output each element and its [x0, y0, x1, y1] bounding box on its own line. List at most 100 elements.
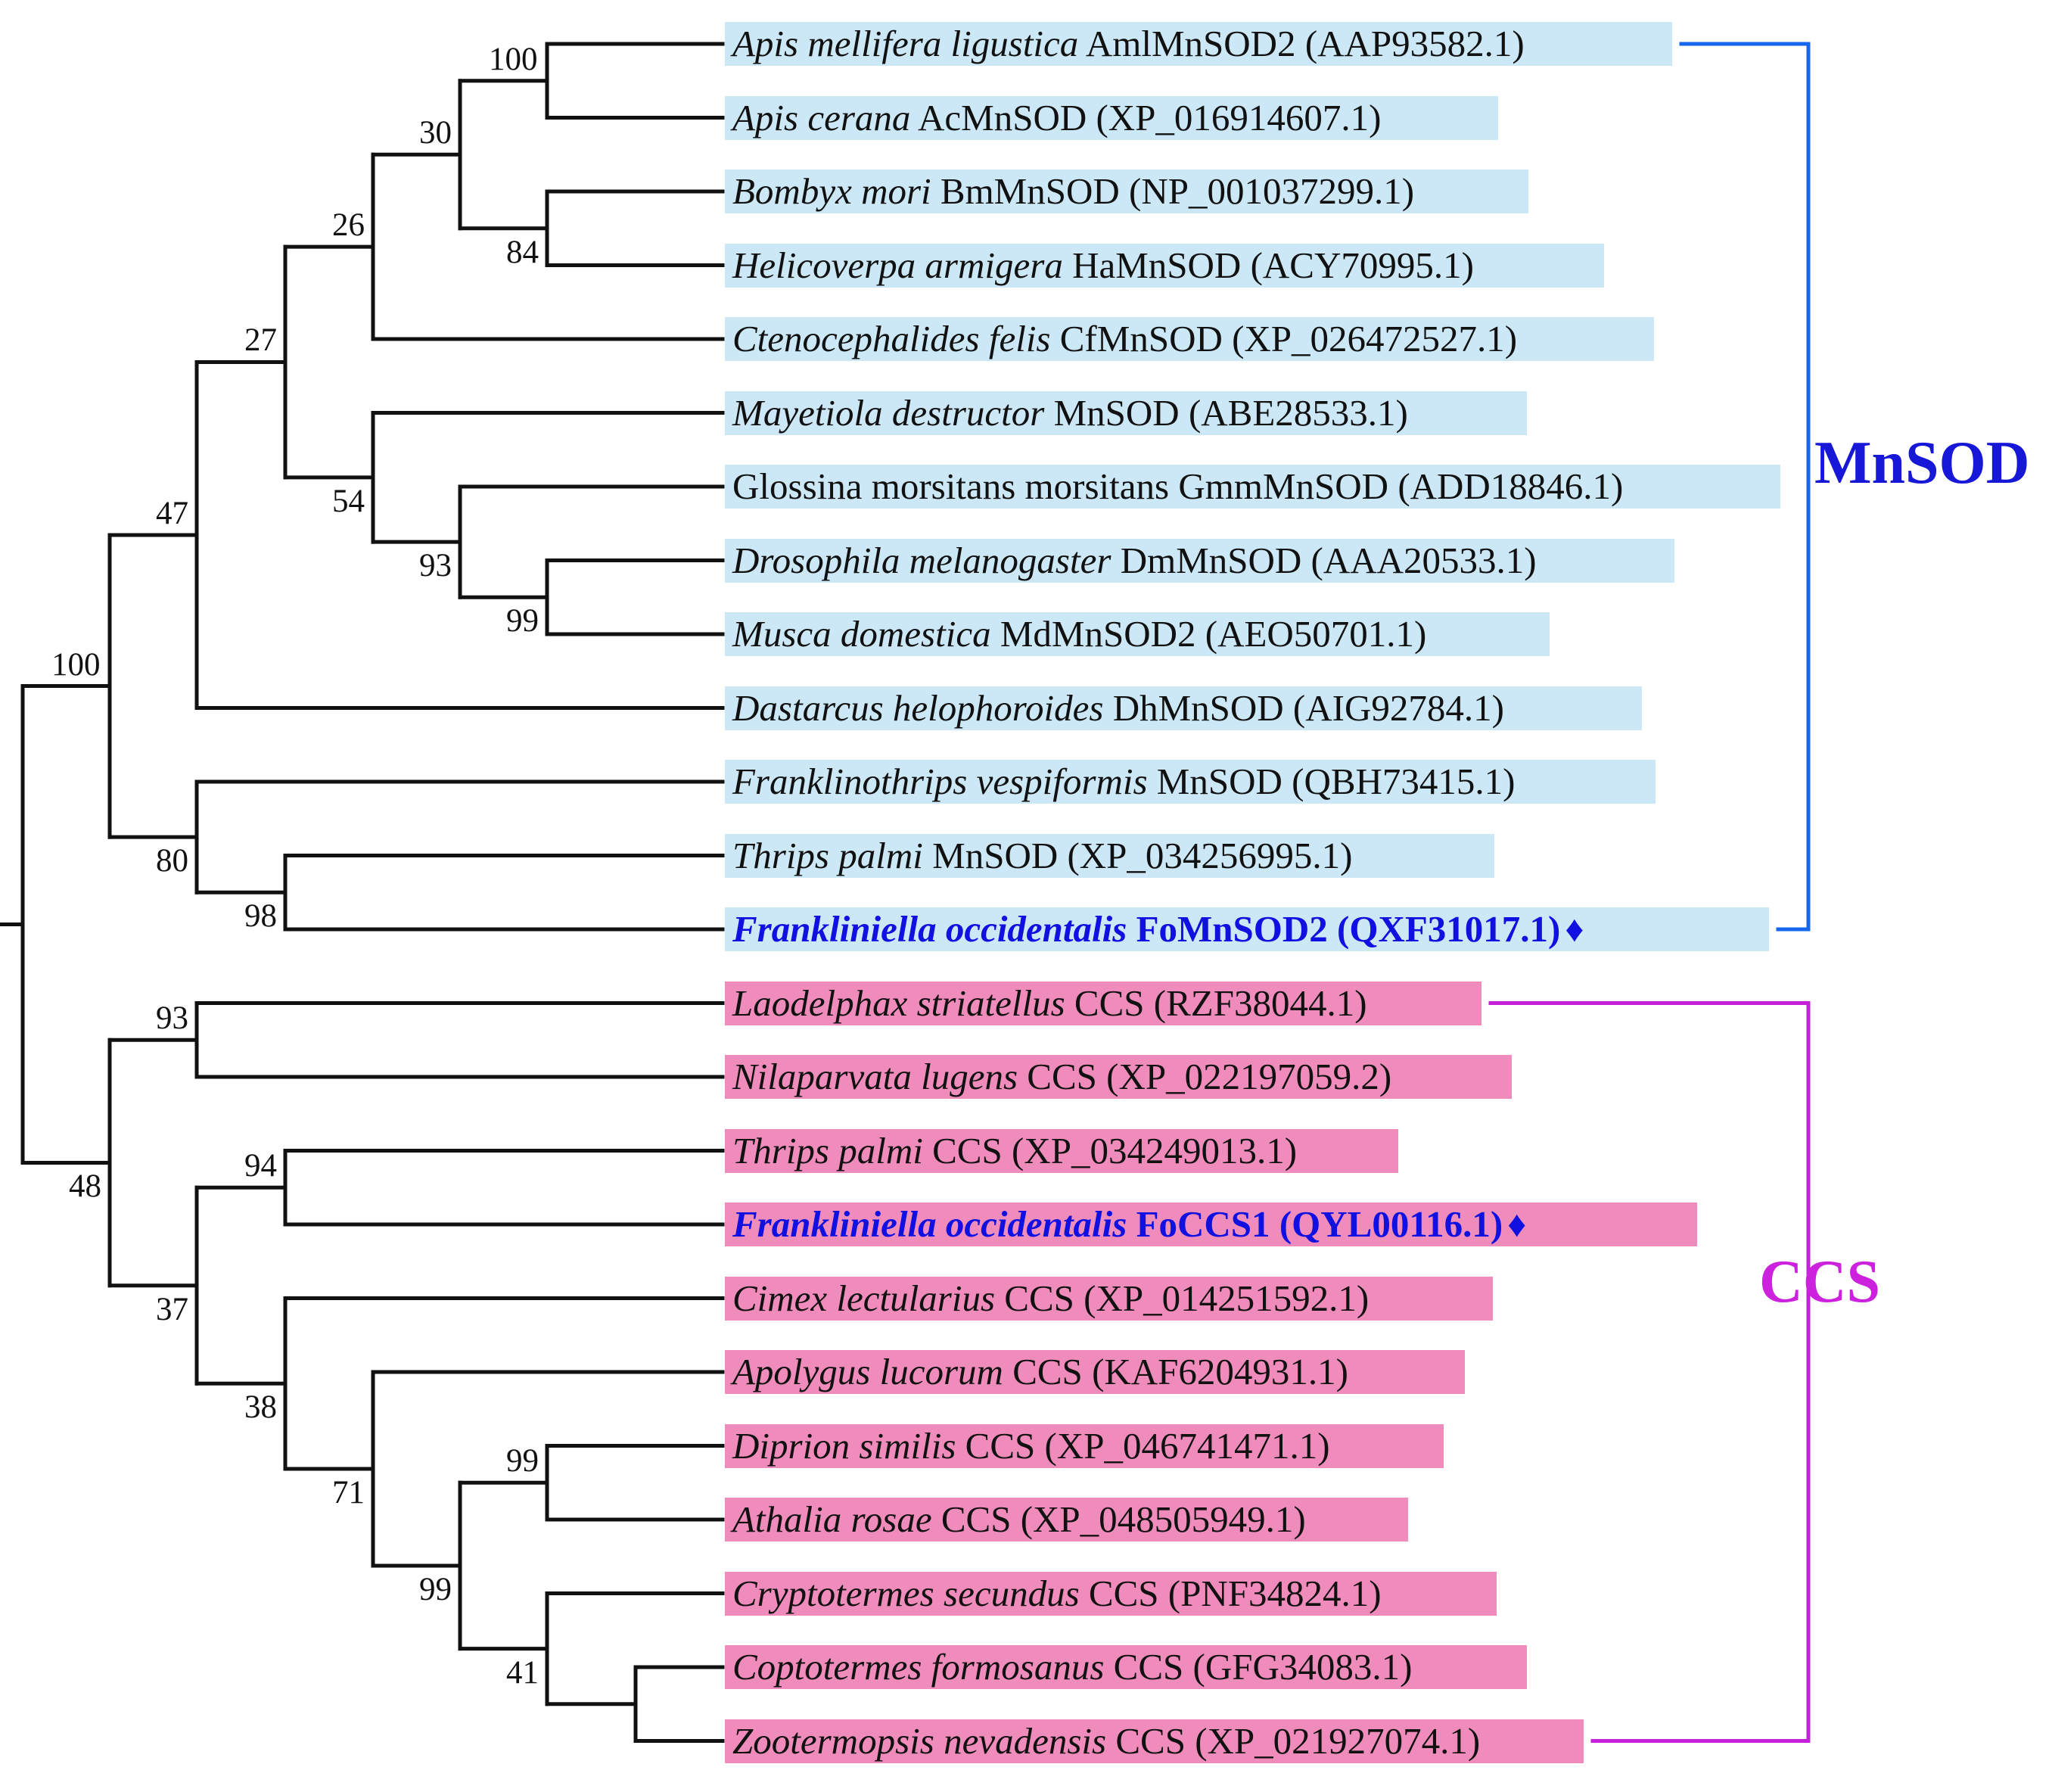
taxon-accession: (XP_034249013.1) [1012, 1129, 1298, 1171]
taxon-label: Apolygus lucorum CCS (KAF6204931.1) [725, 1350, 1348, 1394]
bootstrap-value: 98 [244, 898, 277, 935]
taxon-species: Cimex lectularius [732, 1277, 996, 1319]
taxon-highlight-bar [725, 1276, 1493, 1321]
taxon-species: Ctenocephalides felis [732, 318, 1051, 359]
taxon-label: Musca domestica MdMnSOD2 (AEO50701.1) [725, 612, 1426, 656]
taxon-gene: CCS [1074, 982, 1145, 1024]
taxon-gene: CCS [1115, 1719, 1186, 1762]
taxon-species: Musca domestica [732, 613, 991, 655]
taxon-label: Mayetiola destructor MnSOD (ABE28533.1) [725, 391, 1408, 435]
taxon-gene: DmMnSOD [1120, 539, 1302, 581]
taxon-label: Diprion similis CCS (XP_046741471.1) [725, 1424, 1330, 1468]
taxon-gene: MnSOD [1053, 391, 1180, 434]
taxon-gene: CCS [1012, 1351, 1083, 1392]
taxon-accession: (ADD18846.1) [1398, 465, 1624, 507]
taxon-accession: (NP_001037299.1) [1129, 170, 1415, 212]
taxon-accession: (XP_034256995.1) [1067, 834, 1353, 876]
taxon-species: Apis cerana [732, 96, 911, 138]
bootstrap-value: 100 [489, 41, 538, 77]
bootstrap-value: 47 [156, 495, 188, 531]
taxon-species: Apis mellifera ligustica [732, 23, 1079, 64]
taxon-highlight-bar [725, 95, 1498, 140]
taxon-accession: (RZF38044.1) [1153, 982, 1367, 1024]
taxon-label: Frankliniella occidentalis FoMnSOD2 (QXF… [725, 907, 1584, 951]
taxon-highlight-bar [725, 170, 1528, 213]
taxon-gene: CCS [932, 1129, 1003, 1171]
taxon-label: Ctenocephalides felis CfMnSOD (XP_026472… [725, 317, 1517, 361]
taxon-species: Glossina morsitans morsitans [732, 465, 1170, 507]
taxon-highlight-bar [725, 833, 1494, 878]
taxon-species: Coptotermes formosanus [732, 1646, 1105, 1688]
taxon-gene: GmmMnSOD [1178, 465, 1389, 507]
taxon-species: Helicoverpa armigera [732, 244, 1063, 286]
taxon-accession: (XP_026472527.1) [1232, 318, 1518, 359]
taxon-species: Franklinothrips vespiformis [732, 761, 1148, 802]
taxon-gene: BmMnSOD [940, 170, 1120, 212]
taxon-label: Franklinothrips vespiformis MnSOD (QBH73… [725, 760, 1515, 804]
taxon-gene: FoMnSOD2 [1136, 908, 1328, 950]
taxon-gene: CCS [940, 1498, 1012, 1540]
taxon-accession: (XP_016914607.1) [1096, 96, 1382, 138]
taxon-gene: FoCCS1 [1136, 1203, 1270, 1245]
taxon-species: Frankliniella occidentalis [732, 1203, 1127, 1245]
taxon-accession: (XP_048505949.1) [1020, 1498, 1306, 1540]
taxon-gene: MdMnSOD2 [1000, 613, 1196, 655]
diamond-marker-icon: ♦ [1565, 908, 1584, 950]
taxon-gene: CCS [965, 1424, 1036, 1467]
ccs-group-label: CCS [1759, 1249, 1881, 1315]
bootstrap-value: 71 [332, 1474, 365, 1510]
taxon-accession: (QXF31017.1) [1337, 908, 1561, 950]
taxon-label: Frankliniella occidentalis FoCCS1 (QYL00… [725, 1202, 1526, 1246]
taxon-gene: MnSOD [1156, 761, 1282, 802]
taxon-highlight-bar [725, 1128, 1398, 1173]
taxon-label: Apis cerana AcMnSOD (XP_016914607.1) [725, 96, 1382, 140]
taxon-species: Zootermopsis nevadensis [732, 1719, 1107, 1762]
bootstrap-value: 30 [419, 115, 452, 151]
taxon-highlight-bar [725, 1202, 1697, 1246]
bootstrap-value: 94 [244, 1148, 277, 1184]
taxon-highlight-bar [725, 317, 1654, 361]
taxon-accession: (XP_021927074.1) [1195, 1719, 1481, 1762]
taxon-highlight-bar [725, 981, 1481, 1025]
bootstrap-value: 26 [332, 207, 365, 244]
bootstrap-value: 99 [506, 1443, 539, 1479]
taxon-highlight-bar [725, 243, 1604, 288]
taxon-accession: (XP_022197059.2) [1106, 1056, 1392, 1097]
bootstrap-value: 99 [506, 603, 539, 639]
bootstrap-value: 93 [156, 1000, 188, 1037]
taxon-label: Laodelphax striatellus CCS (RZF38044.1) [725, 982, 1367, 1025]
taxon-label: Apis mellifera ligustica AmlMnSOD2 (AAP9… [725, 22, 1525, 66]
taxon-highlight-bar [725, 1350, 1465, 1394]
taxon-label: Zootermopsis nevadensis CCS (XP_02192707… [725, 1719, 1480, 1763]
taxon-species: Frankliniella occidentalis [732, 908, 1127, 950]
taxon-gene: CCS [1027, 1056, 1097, 1097]
taxon-species: Dastarcus helophoroides [732, 686, 1104, 729]
bootstrap-value: 27 [244, 322, 277, 359]
taxon-highlight-bar [725, 612, 1550, 656]
bootstrap-value: 38 [244, 1389, 277, 1426]
bootstrap-value: 93 [419, 548, 452, 584]
taxon-accession: (AAP93582.1) [1304, 23, 1525, 64]
taxon-gene: HaMnSOD [1072, 244, 1242, 286]
bootstrap-value: 48 [69, 1168, 101, 1205]
taxon-gene: CCS [1004, 1277, 1074, 1319]
taxon-species: Diprion similis [732, 1424, 956, 1467]
taxon-accession: (ACY70995.1) [1250, 244, 1474, 286]
taxon-species: Athalia rosae [732, 1498, 932, 1540]
taxon-highlight-bar [725, 1645, 1527, 1689]
taxon-highlight-bar [725, 465, 1780, 509]
bootstrap-value: 84 [506, 234, 539, 270]
taxon-label: Bombyx mori BmMnSOD (NP_001037299.1) [725, 170, 1414, 213]
taxon-highlight-bar [725, 1719, 1584, 1763]
taxon-highlight-bar [725, 538, 1674, 583]
taxon-species: Mayetiola destructor [732, 391, 1045, 434]
taxon-accession: (KAF6204931.1) [1092, 1351, 1348, 1392]
taxon-accession: (AEO50701.1) [1205, 613, 1427, 655]
taxon-species: Laodelphax striatellus [732, 982, 1065, 1024]
taxon-label: Cryptotermes secundus CCS (PNF34824.1) [725, 1572, 1382, 1616]
bootstrap-value: 99 [419, 1571, 452, 1607]
taxon-label: Cimex lectularius CCS (XP_014251592.1) [725, 1277, 1369, 1321]
taxon-accession: (XP_014251592.1) [1084, 1277, 1370, 1319]
taxon-label: Coptotermes formosanus CCS (GFG34083.1) [725, 1645, 1412, 1689]
